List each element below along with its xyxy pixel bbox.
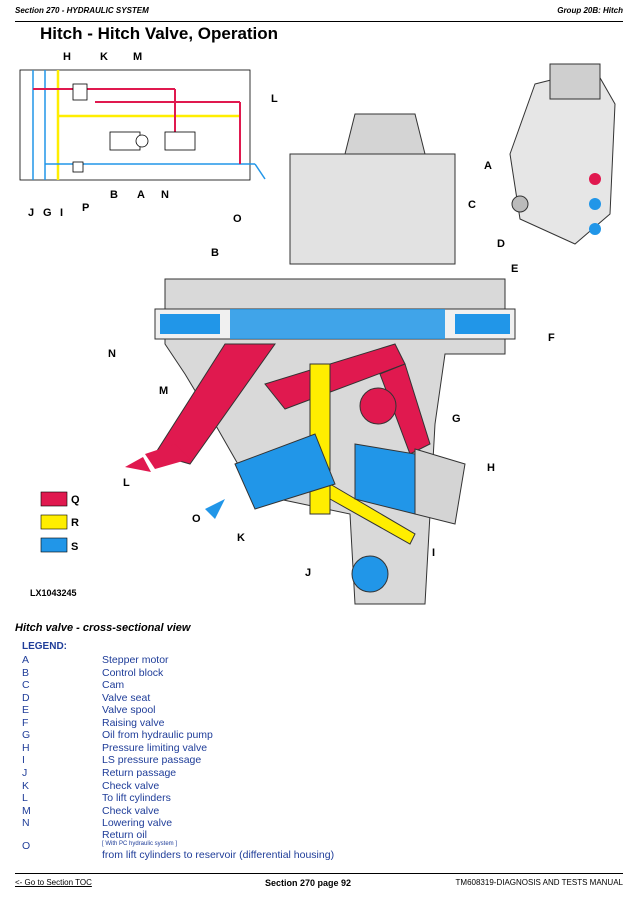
callout-k: K [237, 532, 245, 544]
callout-f: F [548, 332, 555, 344]
label-j: J [28, 207, 34, 219]
color-label-r: R [71, 517, 79, 529]
label-g: G [43, 207, 52, 219]
hydraulic-schematic [19, 69, 266, 181]
color-key: Q R S [40, 491, 80, 553]
label-m: M [133, 51, 142, 63]
hitch-valve-figure: H K M L J G I P B A N O [19, 51, 616, 605]
label-k: K [100, 51, 108, 63]
label-h: H [63, 51, 71, 63]
page-title: Hitch - Hitch Valve, Operation [40, 24, 279, 43]
section-callouts: A B C D E F G H I J K L M N O [108, 160, 555, 579]
label-a: A [137, 189, 145, 201]
label-i: I [60, 207, 63, 219]
page-number: Section 270 page 92 [265, 878, 352, 888]
callout-a: A [484, 160, 492, 172]
label-n: N [161, 189, 169, 201]
callout-i: I [432, 547, 435, 559]
callout-e: E [511, 263, 518, 275]
color-swatch-q [40, 491, 68, 507]
section-title: Section 270 - HYDRAULIC SYSTEM [15, 6, 149, 15]
color-swatch-r [40, 514, 68, 530]
callout-d: D [497, 238, 505, 250]
callout-c: C [468, 199, 476, 211]
color-label-q: Q [71, 494, 80, 506]
callout-b: B [211, 247, 219, 259]
figure-caption: Hitch valve - cross-sectional view [15, 622, 191, 634]
header-rule [15, 21, 623, 22]
label-o: O [233, 213, 242, 225]
legend-heading: LEGEND: [22, 641, 67, 652]
schematic-labels: H K M L J G I P B A N O [28, 51, 278, 225]
manual-name: TM608319-DIAGNOSIS AND TESTS MANUAL [455, 878, 623, 887]
label-p: P [82, 202, 89, 214]
toc-link[interactable]: <- Go to Section TOC [15, 878, 92, 887]
label-l: L [271, 93, 278, 105]
group-title: Group 20B: Hitch [557, 6, 623, 15]
footer-rule [15, 873, 623, 874]
figure-id: LX1043245 [30, 588, 77, 598]
callout-h: H [487, 462, 495, 474]
color-swatch-s [40, 537, 68, 553]
valve-cross-section [125, 113, 516, 605]
callout-j: J [305, 567, 311, 579]
label-b: B [110, 189, 118, 201]
color-label-s: S [71, 541, 78, 553]
callout-m: M [159, 385, 168, 397]
callout-g: G [452, 413, 461, 425]
callout-l: L [123, 477, 130, 489]
page-header: Section 270 - HYDRAULIC SYSTEM Group 20B… [15, 6, 623, 20]
valve-exterior-view [509, 63, 616, 245]
callout-n: N [108, 348, 116, 360]
callout-o: O [192, 513, 201, 525]
